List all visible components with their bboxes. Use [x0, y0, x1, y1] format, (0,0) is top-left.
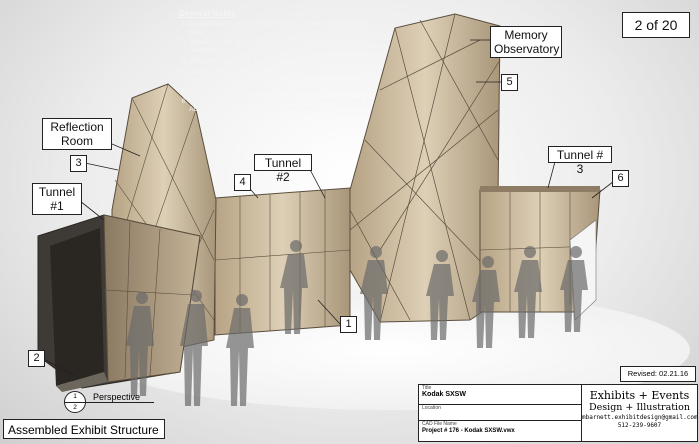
- title-value: Kodak SXSW: [422, 391, 466, 398]
- location-label: Location: [422, 405, 441, 411]
- designer-brand: Exhibits + Events Design + Illustration …: [582, 385, 698, 441]
- marker-5: 5: [501, 74, 518, 91]
- note-item: Tunnel # 1 has ADA compatable wheel chai…: [189, 39, 374, 55]
- view-bubble-bottom: 2: [65, 402, 85, 413]
- tunnel-1-structure: [37, 214, 201, 392]
- view-bubble-top: 1: [73, 393, 77, 400]
- title-cell: Title Kodak SXSW: [419, 385, 581, 405]
- note-item: Exterior finish: 1/2" thick birch appliq…: [189, 21, 374, 37]
- memory-observatory-structure: [349, 13, 501, 323]
- callout-reflection-room: Reflection Room: [42, 118, 112, 150]
- title-block-fields: Title Kodak SXSW Location CAD File Name …: [419, 385, 582, 441]
- callout-leaders: [41, 39, 619, 377]
- visitor-silhouettes: [126, 240, 588, 406]
- cad-label: CAD File Name: [422, 421, 457, 427]
- note-item: Reflection Room with 4 - 1/4" raised flo…: [189, 58, 374, 66]
- revised-date: Revised: 02.21.16: [620, 366, 696, 382]
- general-notes: General Notes Exterior finish: 1/2" thic…: [178, 8, 374, 117]
- callout-tunnel-1: Tunnel #1: [32, 183, 82, 215]
- cad-value: Project # 176 - Kodak SXSW.vwx: [422, 428, 515, 434]
- sheet-title: Assembled Exhibit Structure: [3, 419, 165, 439]
- notes-heading: General Notes: [178, 8, 236, 18]
- notes-list: Exterior finish: 1/2" thick birch appliq…: [178, 21, 374, 114]
- title-label: Title: [422, 385, 432, 391]
- marker-3: 3: [70, 155, 87, 172]
- callout-tunnel-2: Tunnel #2: [254, 154, 312, 184]
- title-block: Title Kodak SXSW Location CAD File Name …: [418, 384, 698, 442]
- view-title-rule: [84, 402, 154, 403]
- marker-2: 2: [28, 350, 45, 367]
- view-label: Perspective: [93, 392, 141, 402]
- note-item: Memory Observatory with 10" high raised …: [189, 87, 374, 95]
- brand-line-2: Design + Illustration: [589, 402, 690, 413]
- page-indicator: 2 of 20: [622, 12, 690, 38]
- marker-4: 4: [234, 174, 251, 191]
- callout-tunnel-3: Tunnel # 3: [548, 146, 612, 176]
- view-reference-bubble: 1 2: [64, 391, 86, 413]
- brand-phone: 512-239-9607: [617, 422, 662, 429]
- cad-cell: CAD File Name Project # 176 - Kodak SXSW…: [419, 421, 581, 441]
- marker-6: 6: [612, 170, 629, 187]
- brand-line-1: Exhibits + Events: [589, 389, 690, 402]
- brand-email: mbarnett.exhibitdesign@gmail.com: [582, 414, 698, 421]
- marker-1: 1: [340, 316, 357, 333]
- note-item: Memory Observatory Entry / Exit / Fire E…: [189, 98, 374, 114]
- callout-memory-observatory: Memory Observatory: [490, 26, 562, 58]
- location-cell: Location: [419, 405, 581, 421]
- note-item: Passage way to Memory Observatory has AD…: [189, 69, 374, 85]
